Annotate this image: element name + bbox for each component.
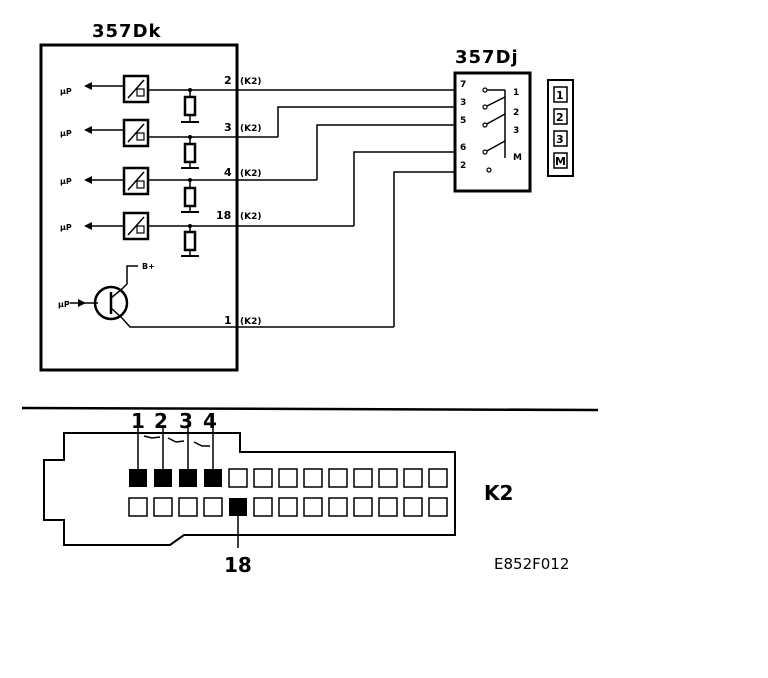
switch-contacts-icon	[484, 89, 506, 158]
selector-frame	[547, 79, 574, 177]
connector-pin-label-2: 2	[154, 409, 168, 433]
dk-output-4-arrow-label: µP	[60, 223, 72, 232]
module-dj-box	[453, 71, 532, 193]
left-arrow-icon	[84, 176, 92, 184]
resistor-icon	[183, 142, 197, 164]
dk-output-2-pin: 3	[224, 121, 232, 134]
selector-label-m: M	[555, 155, 566, 168]
dk-output-1-arrow-label: µP	[60, 87, 72, 96]
module-357dk: 357Dk	[39, 21, 239, 372]
dk-output-2-conn: (K2)	[240, 124, 261, 134]
section-divider	[21, 406, 599, 412]
connector-outline	[43, 432, 456, 546]
dk-output-3-pin: 4	[224, 166, 232, 179]
resistor-icon	[183, 95, 197, 117]
dk-output-channel-2: µP 3 (K2)	[60, 118, 278, 169]
left-arrow-icon	[84, 82, 92, 90]
module-357dj: 357Dj 7 3 5 6 2 1 2 3 M	[453, 47, 532, 193]
module-dk-title: 357Dk	[92, 21, 162, 42]
connector-used-pin-18	[229, 498, 247, 516]
connector-pin-label-3: 3	[179, 409, 193, 433]
dk-output-2-arrow-label: µP	[60, 129, 72, 138]
connector-bottom-cavities	[128, 497, 448, 517]
module-dk-box	[39, 43, 239, 372]
dk-output-channel-4: µP 18 (K2)	[60, 209, 354, 257]
selector-panel: 1 2 3 M	[547, 79, 574, 177]
dk-output-1-conn: (K2)	[240, 77, 261, 87]
selector-label-2: 2	[556, 111, 564, 124]
dk-transistor: µP B+ 1 (K2)	[58, 262, 394, 328]
connector-k2: 1 2 3 4 18 K2	[43, 409, 513, 577]
connector-pin-label-18: 18	[224, 553, 252, 577]
dk-output-4-pin: 18	[216, 209, 231, 222]
dj-right-pin-4: M	[513, 153, 522, 163]
dk-transistor-pin: 1	[224, 314, 232, 327]
selector-label-3: 3	[556, 133, 564, 146]
dk-output-4-conn: (K2)	[240, 212, 261, 222]
dj-left-pin-4: 6	[460, 143, 466, 153]
dk-output-channel-3: µP 4 (K2)	[60, 166, 317, 213]
connector-pin-label-1: 1	[131, 409, 145, 433]
connector-name: K2	[484, 481, 513, 505]
connector-pin-label-4: 4	[203, 409, 217, 433]
dk-transistor-arrow-label: µP	[58, 300, 70, 309]
dj-right-pin-1: 1	[513, 88, 519, 98]
dk-transistor-conn: (K2)	[240, 317, 261, 327]
dj-right-pin-3: 3	[513, 126, 519, 136]
connector-top-cavities	[228, 468, 448, 488]
figure-code: E852F012	[494, 555, 569, 573]
dk-output-3-conn: (K2)	[240, 169, 261, 179]
resistor-icon	[183, 186, 197, 208]
resistor-icon	[183, 230, 197, 252]
dk-output-channel-1: µP 2 (K2)	[60, 74, 455, 123]
left-arrow-icon	[84, 222, 92, 230]
dk-transistor-supply: B+	[142, 262, 155, 271]
dj-left-pin-1: 7	[460, 80, 466, 90]
dj-left-pin-5: 2	[460, 161, 466, 171]
module-dj-title: 357Dj	[455, 47, 519, 68]
left-arrow-icon	[84, 126, 92, 134]
dj-left-pin-3: 5	[460, 116, 466, 126]
dk-output-3-arrow-label: µP	[60, 177, 72, 186]
dj-right-pin-2: 2	[513, 108, 519, 118]
connector-used-pins-top	[129, 469, 222, 487]
interconnect-wires	[277, 106, 455, 327]
transistor-icon	[93, 285, 129, 321]
selector-label-1: 1	[556, 89, 564, 102]
dj-left-pin-2: 3	[460, 98, 466, 108]
dk-output-1-pin: 2	[224, 74, 232, 87]
